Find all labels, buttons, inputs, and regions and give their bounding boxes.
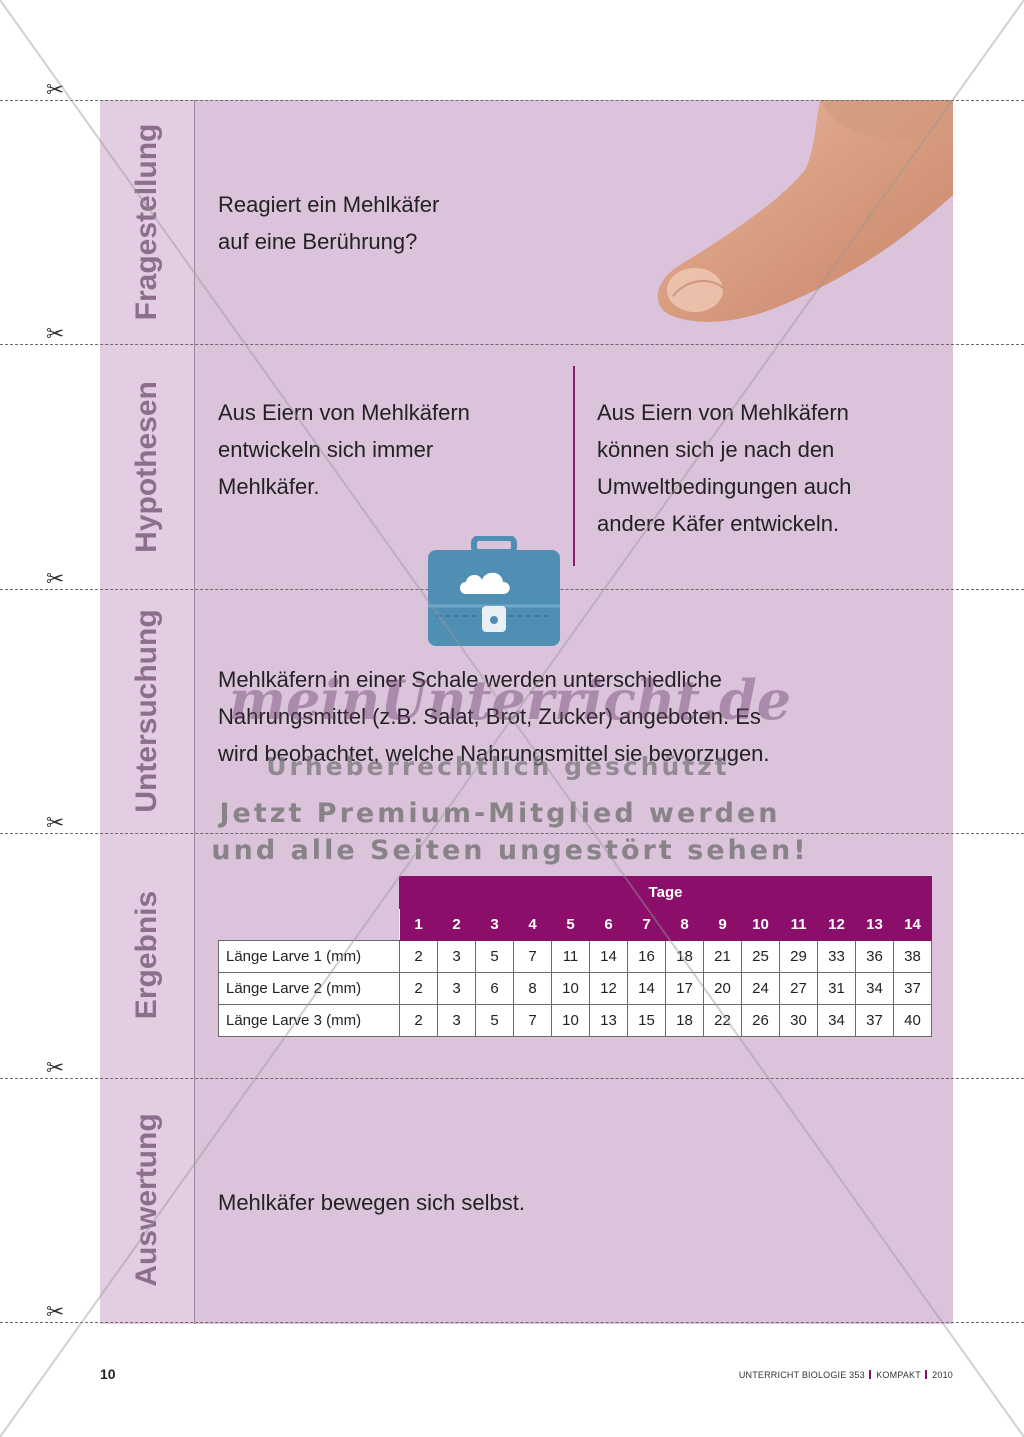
- publication-year: 2010: [932, 1370, 953, 1380]
- watermark-line3: und alle Seiten ungestört sehen!: [211, 835, 809, 866]
- page-number: 10: [100, 1366, 116, 1382]
- table-day-header: 7: [627, 908, 666, 941]
- table-cell: 22: [703, 1004, 742, 1037]
- scissors-icon: ✂: [46, 811, 65, 836]
- table-cell: 12: [589, 972, 628, 1005]
- cut-line: [0, 833, 1024, 834]
- scissors-icon: ✂: [46, 1056, 65, 1081]
- table-cell: 30: [779, 1004, 818, 1037]
- table-cell: 38: [893, 940, 932, 973]
- table-day-header: 2: [437, 908, 476, 941]
- table-cell: 25: [741, 940, 780, 973]
- publication-info: UNTERRICHT BIOLOGIE 353 KOMPAKT 2010: [739, 1370, 953, 1380]
- table-cell: 6: [475, 972, 514, 1005]
- finger-image: [657, 100, 953, 322]
- cut-line: [0, 1078, 1024, 1079]
- table-cell: 31: [817, 972, 856, 1005]
- watermark-logo: meinUnterricht.de: [228, 668, 792, 732]
- evaluation-text: Mehlkäfer bewegen sich selbst.: [218, 1190, 525, 1215]
- table-cell: 16: [627, 940, 666, 973]
- table-cell: 27: [779, 972, 818, 1005]
- watermark-line1: Urheberrechtlich geschützt: [266, 752, 730, 781]
- table-header-days: Tage: [399, 876, 932, 909]
- hypothesis-line: Mehlkäfer.: [218, 474, 320, 499]
- scissors-icon: ✂: [46, 322, 65, 347]
- briefcase-cloud-icon: [428, 536, 560, 646]
- table-day-header: 9: [703, 908, 742, 941]
- table-cell: 2: [399, 972, 438, 1005]
- publication-series: KOMPAKT: [876, 1370, 921, 1380]
- table-cell: 36: [855, 940, 894, 973]
- table-cell: 21: [703, 940, 742, 973]
- investigation-line: wird beobachtet, welche Nahrungsmittel s…: [218, 741, 770, 766]
- cut-line: [0, 100, 1024, 101]
- hypothesis-right: Aus Eiern von Mehlkäfern können sich je …: [597, 394, 851, 542]
- table-cell: 7: [513, 940, 552, 973]
- table-cell: 15: [627, 1004, 666, 1037]
- investigation-line: Nahrungsmittel (z.B. Salat, Brot, Zucker…: [218, 704, 761, 729]
- footer-separator: [925, 1370, 928, 1379]
- table-day-header: 4: [513, 908, 552, 941]
- table-cell: 37: [855, 1004, 894, 1037]
- watermark-line2: Jetzt Premium-Mitglied werden: [219, 798, 781, 829]
- table-cell: 37: [893, 972, 932, 1005]
- scissors-icon: ✂: [46, 1300, 65, 1325]
- table-day-header: 12: [817, 908, 856, 941]
- table-day-header: 5: [551, 908, 590, 941]
- hypothesis-line: Aus Eiern von Mehlkäfern: [218, 400, 470, 425]
- publication-title: UNTERRICHT BIOLOGIE 353: [738, 1370, 865, 1380]
- label-column: [100, 100, 195, 1324]
- hypothesis-line: Umweltbedingungen auch: [597, 474, 852, 499]
- hypothesis-line: Aus Eiern von Mehlkäfern: [597, 400, 849, 425]
- table-cell: 20: [703, 972, 742, 1005]
- table-row-label: Länge Larve 1 (mm): [218, 940, 400, 973]
- table-cell: 2: [399, 1004, 438, 1037]
- footer-separator: [869, 1370, 872, 1379]
- table-cell: 13: [589, 1004, 628, 1037]
- table-day-header: 1: [399, 908, 438, 941]
- table-day-header: 14: [893, 908, 932, 941]
- hypothesis-line: andere Käfer entwickeln.: [597, 511, 840, 536]
- scissors-icon: ✂: [46, 78, 65, 103]
- table-cell: 29: [779, 940, 818, 973]
- table-day-header: 11: [779, 908, 818, 941]
- cut-line: [0, 344, 1024, 345]
- table-cell: 40: [893, 1004, 932, 1037]
- hypothesis-divider: [573, 366, 575, 566]
- table-cell: 18: [665, 940, 704, 973]
- table-header-row: Tage: [219, 876, 932, 909]
- table-cell: 34: [855, 972, 894, 1005]
- hypothesis-line: entwickeln sich immer: [218, 437, 434, 462]
- worksheet-panel: [100, 100, 953, 1324]
- scissors-icon: ✂: [46, 567, 65, 592]
- table-cell: 26: [741, 1004, 780, 1037]
- hypothesis-left: Aus Eiern von Mehlkäfern entwickeln sich…: [218, 394, 470, 505]
- hypothesis-line: können sich je nach den: [597, 437, 835, 462]
- investigation-text: Mehlkäfern in einer Schale werden unters…: [218, 661, 770, 772]
- table-row-label: Länge Larve 3 (mm): [218, 1004, 400, 1037]
- cut-line: [0, 1322, 1024, 1323]
- question-line: auf eine Berührung?: [218, 229, 418, 254]
- table-cell: 7: [513, 1004, 552, 1037]
- table-cell: 5: [475, 1004, 514, 1037]
- question-text: Reagiert ein Mehlkäfer auf eine Berührun…: [218, 186, 439, 260]
- table-cell: 3: [437, 972, 476, 1005]
- table-cell: 3: [437, 1004, 476, 1037]
- table-cell: 14: [589, 940, 628, 973]
- question-line: Reagiert ein Mehlkäfer: [218, 192, 440, 217]
- table-cell: 10: [551, 972, 590, 1005]
- investigation-line: Mehlkäfern in einer Schale werden unters…: [218, 667, 722, 692]
